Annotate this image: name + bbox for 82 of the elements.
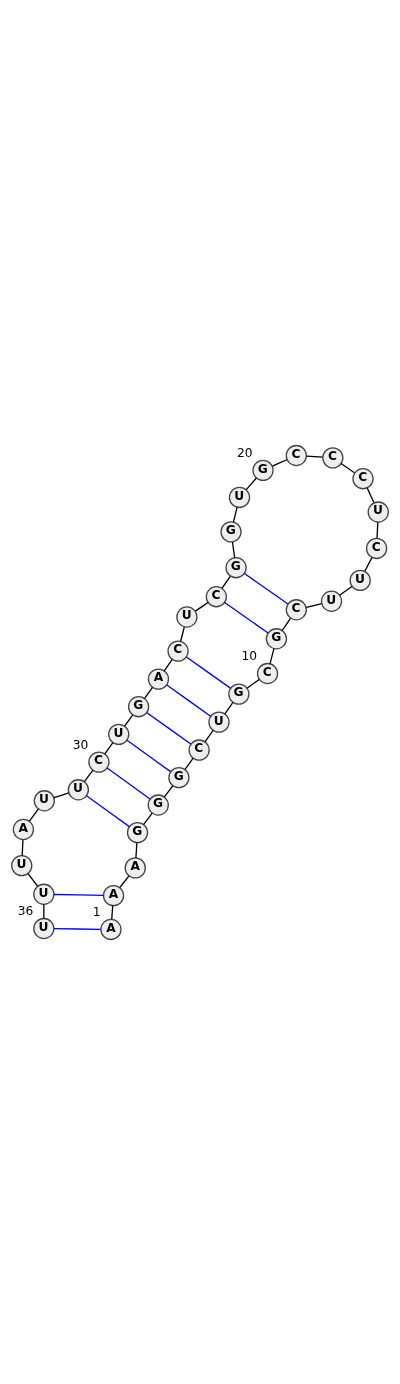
connector [53,927,102,930]
node-circle: U [228,486,251,508]
connector [364,556,373,572]
connector [119,874,130,888]
connector [135,841,138,859]
connector [85,794,130,827]
connector [194,601,209,612]
node-circle: C [205,585,228,607]
node-circle: G [126,821,149,843]
connector [163,658,173,671]
connector [246,678,260,689]
node-circle: C [365,537,388,559]
node-circle: A [12,818,35,840]
connector [53,893,104,896]
node-circle: G [252,459,274,481]
connector [28,807,40,822]
connector [305,455,324,458]
connector [204,729,214,742]
node-label: 30 [72,737,89,752]
connector [339,585,353,596]
node-circle: C [285,444,307,466]
node-circle: G [168,766,190,788]
node-circle: G [265,627,288,649]
connector [106,766,151,800]
node-circle: U [108,723,130,745]
connector [271,458,288,467]
node-circle: U [367,500,389,523]
connector [340,462,356,473]
node-circle: G [147,793,169,816]
connector [224,701,234,715]
connector [269,647,275,664]
connector [223,601,269,634]
node-circle: U [11,854,33,876]
connector [231,540,236,558]
node-circle: C [88,750,110,773]
connector [143,686,154,699]
node-circle: U [33,917,55,939]
node-label: 1 [92,904,101,919]
connector [163,784,174,798]
node-circle: U [349,569,371,591]
node-circle: A [102,884,125,906]
connector [104,741,114,755]
connector [143,812,153,825]
node-circle: C [285,598,307,620]
node-circle: G [228,682,250,705]
connector [232,506,238,523]
connector [27,872,39,887]
connector [146,711,192,745]
connector [53,791,70,798]
node-circle: U [33,789,55,811]
connector [243,572,289,605]
node-circle: A [100,918,122,940]
connector [281,617,292,631]
connector [185,655,232,689]
node-circle: A [124,856,146,879]
connector [366,486,375,503]
node-circle: U [208,710,230,733]
connector [166,683,212,717]
node-circle: C [256,662,279,684]
node-circle: C [167,639,189,662]
node-circle: G [127,695,150,717]
node-circle: U [67,778,90,800]
node-circle: A [147,667,170,690]
node-label: 10 [241,648,257,663]
connector [124,714,134,727]
node-circle: U [33,883,55,905]
connector [221,575,231,589]
node-circle: C [188,738,210,761]
node-label: 20 [236,445,253,460]
connector [126,739,172,772]
node-label: 36 [17,903,34,918]
connector [305,602,323,608]
node-circle: C [322,446,344,469]
node-circle: U [320,590,343,612]
connector [184,757,194,770]
node-circle: U [176,605,198,628]
connector [179,625,185,642]
node-circle: G [225,556,247,578]
connector [245,476,257,490]
node-circle: G [220,520,242,543]
node-circle: C [352,467,374,489]
connector [83,769,94,782]
